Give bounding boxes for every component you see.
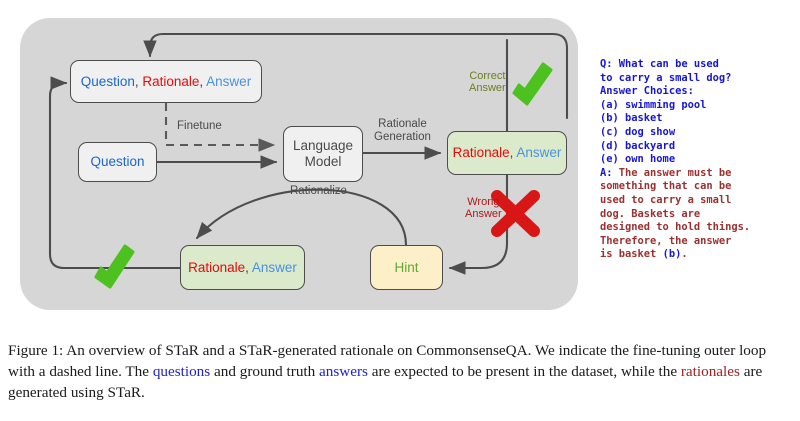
node-lm-line2: Model bbox=[304, 154, 342, 169]
node-hint[interactable]: Hint bbox=[370, 245, 443, 290]
qa-segment: is basket bbox=[600, 248, 663, 261]
edge-bottom-left-loop bbox=[48, 76, 182, 270]
qa-segment: (b) bbox=[662, 248, 682, 261]
qa-segment: (a) swimming pool bbox=[600, 98, 707, 111]
caption-segment: questions bbox=[152, 363, 211, 380]
qa-segment: dog. Baskets are bbox=[600, 207, 701, 220]
edge-label-finetune: Finetune bbox=[177, 120, 222, 132]
caption-segment: are expected to be present in the datase… bbox=[367, 363, 681, 380]
edge-correct-loop-top bbox=[143, 32, 569, 120]
qa-line: Therefore, the answer bbox=[600, 235, 795, 249]
edge-label-correct-line2: Answer bbox=[469, 82, 506, 95]
qa-line: Answer Choices: bbox=[600, 85, 795, 99]
qa-segment: Answer Choices: bbox=[600, 85, 694, 98]
qa-segment: to carry a small dog? bbox=[600, 71, 732, 84]
caption-segment: Figure 1: An overview of STaR and a STaR… bbox=[8, 342, 767, 380]
node-rationale-answer-generated[interactable]: Rationale, Answer bbox=[447, 131, 567, 175]
qa-line: A: The answer must be bbox=[600, 167, 795, 181]
qa-line: designed to hold things. bbox=[600, 221, 795, 235]
node-rationale-answer-rationalized[interactable]: Rationale, Answer bbox=[180, 245, 305, 290]
node-ra-right-text: Rationale, Answer bbox=[452, 145, 562, 161]
qa-line: (e) own home bbox=[600, 153, 795, 167]
edge-label-correct-answer: Correct Answer bbox=[469, 70, 506, 95]
qa-line: (a) swimming pool bbox=[600, 99, 795, 113]
qa-segment: (c) dog show bbox=[600, 125, 676, 138]
edge-rationalize-arc bbox=[195, 188, 408, 247]
edge-finetune-dashed bbox=[164, 103, 276, 152]
caption-segment: answers bbox=[319, 363, 368, 380]
node-hint-text: Hint bbox=[394, 259, 419, 275]
edge-label-correct-line1: Correct bbox=[469, 70, 506, 82]
green-check-icon-correct bbox=[512, 62, 553, 106]
qa-line: Q: What can be used bbox=[600, 58, 795, 72]
node-ra-bottom-text: Rationale, Answer bbox=[188, 259, 297, 275]
qa-line: (b) basket bbox=[600, 112, 795, 126]
qa-segment: (b) basket bbox=[600, 112, 663, 125]
node-language-model[interactable]: Language Model bbox=[283, 126, 363, 182]
qa-segment: (e) own home bbox=[600, 153, 676, 166]
qa-line: (d) backyard bbox=[600, 140, 795, 154]
edge-wrong-to-hint bbox=[448, 173, 509, 275]
node-question-text: Question bbox=[90, 154, 145, 170]
qa-segment: something that can be bbox=[600, 180, 732, 193]
qa-segment: used to carry a small bbox=[600, 193, 732, 206]
edge-label-wrong-line1: Wrong bbox=[467, 196, 500, 208]
edge-label-ratgen-line1: Rationale bbox=[378, 118, 427, 130]
qa-segment: (d) backyard bbox=[600, 139, 676, 152]
qa-line: to carry a small dog? bbox=[600, 72, 795, 86]
qa-line: is basket (b). bbox=[600, 248, 795, 262]
edge-label-rationalize: Rationalize bbox=[290, 185, 347, 197]
red-cross-icon bbox=[491, 190, 540, 237]
qa-segment: . bbox=[681, 248, 688, 261]
caption-segment: rationales bbox=[680, 363, 740, 380]
edge-label-rationale-generation: Rationale Generation bbox=[374, 118, 431, 144]
qa-line: (c) dog show bbox=[600, 126, 795, 140]
qa-segment: The answer must be bbox=[612, 166, 732, 179]
qa-segment: A: bbox=[600, 166, 613, 179]
qa-line: used to carry a small bbox=[600, 194, 795, 208]
qa-segment: Q: What can be used bbox=[600, 58, 719, 70]
qa-line: dog. Baskets are bbox=[600, 208, 795, 222]
caption-segment: and ground truth bbox=[210, 363, 320, 380]
node-qra-text: Question, Rationale, Answer bbox=[80, 73, 252, 89]
green-check-icon-bottom bbox=[94, 244, 135, 289]
figure-caption: Figure 1: An overview of STaR and a STaR… bbox=[8, 340, 792, 403]
qa-segment: Therefore, the answer bbox=[600, 234, 732, 247]
edge-label-wrong-line2: Answer bbox=[465, 208, 502, 221]
edge-label-wrong-answer: Wrong Answer bbox=[465, 196, 502, 221]
qa-line: something that can be bbox=[600, 180, 795, 194]
caption-segment: are generated using STaR. bbox=[8, 363, 763, 401]
node-question[interactable]: Question bbox=[78, 142, 157, 182]
node-lm-line1: Language bbox=[292, 138, 354, 154]
edge-label-ratgen-line2: Generation bbox=[374, 130, 431, 143]
qa-segment: designed to hold things. bbox=[600, 221, 751, 234]
node-question-rationale-answer[interactable]: Question, Rationale, Answer bbox=[70, 60, 262, 103]
